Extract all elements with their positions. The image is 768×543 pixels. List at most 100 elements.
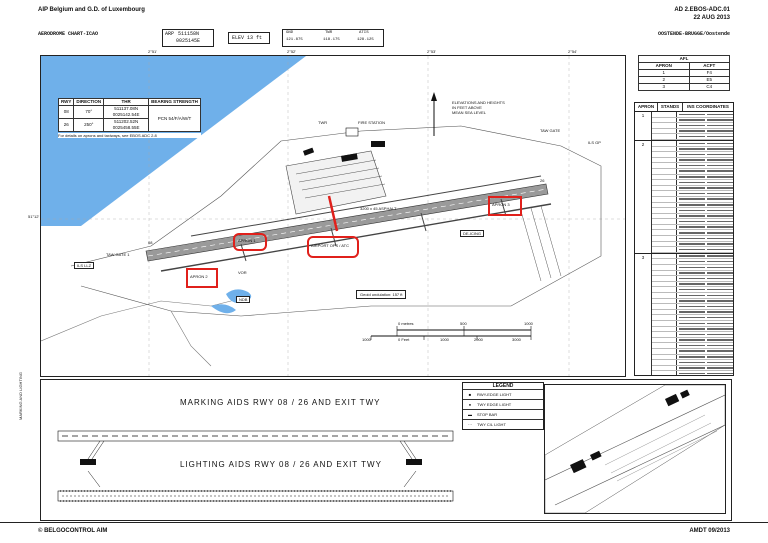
elev-note: ELEVATIONS AND HEIGHTS IN FEET ABOVE MEA… — [452, 100, 505, 115]
stands-row — [652, 180, 733, 186]
stands-th-apron: APRON — [635, 103, 658, 111]
rwy-th-thr: THR — [103, 98, 150, 106]
scale-ft-2000: 2000 — [474, 337, 483, 342]
label-taw-gate: TAW GATE — [540, 128, 561, 133]
marking-title: MARKING AIDS RWY 08 / 26 AND EXIT TWY — [180, 398, 381, 407]
aip-title: AIP Belgium and G.D. of Luxembourg — [38, 7, 145, 13]
rwy-r1-thr: 511137.08N 0025142.54E — [103, 105, 150, 119]
stands-row — [652, 123, 733, 129]
legend-label: TWY C/L LIGHT — [477, 422, 506, 427]
footer-right: AMDT 09/2013 — [689, 528, 730, 534]
apron-2-area — [285, 150, 387, 215]
stands-row — [652, 365, 733, 372]
label-taw-gate1: TAW GATE 1 — [106, 252, 130, 257]
stands-row — [652, 281, 733, 288]
grid-left: 51°12' — [28, 214, 40, 219]
elev-note-1: ELEVATIONS AND HEIGHTS — [452, 100, 505, 105]
stands-row — [652, 146, 733, 153]
stands-row — [652, 140, 733, 147]
stands-row — [652, 174, 733, 181]
highlight-apron2: APRON 2 — [186, 268, 218, 288]
north-arrow — [431, 92, 437, 136]
label-vor: VOR — [238, 270, 247, 275]
stands-row — [652, 309, 733, 316]
stands-row — [652, 128, 733, 135]
stands-row — [652, 360, 733, 366]
stands-row — [652, 152, 733, 158]
afl-th-acft: ACFT — [688, 62, 731, 70]
stands-row — [652, 185, 733, 192]
legend-item: ▬ STOP BAR — [463, 410, 543, 420]
aerodrome-name: OOSTENDE-BRUGGE/Oostende — [657, 31, 730, 37]
label-ndb: NDB — [236, 296, 251, 303]
arp-lat: 511158N — [178, 31, 200, 37]
rwy-note: For details on aprons and taxiways, see … — [58, 133, 201, 138]
stands-row — [652, 270, 733, 277]
stands-row — [652, 236, 733, 242]
stands-row — [652, 117, 733, 124]
legend: LEGEND ■ RWY-EDGE LIGHT ● TWY EDGE LIGHT… — [462, 382, 544, 430]
stands-row — [652, 265, 733, 271]
stands-row — [652, 196, 733, 203]
label-ils-gp: ILS GP — [588, 140, 601, 145]
stands-row — [652, 337, 733, 344]
rwy-r2-thr: 511202.52N 0025458.55E — [103, 118, 150, 132]
scale-bar — [370, 326, 532, 340]
aids-drawing — [57, 430, 454, 502]
scale-ft-3000: 3000 — [512, 337, 521, 342]
freq-gnd-name: GND — [286, 31, 294, 35]
lighting-title: LIGHTING AIDS RWY 08 / 26 AND EXIT TWY — [180, 460, 382, 469]
footer-left: © BELGOCONTROL AIM — [38, 528, 108, 534]
scale-ft-1000: 1000 — [440, 337, 449, 342]
stands-row — [652, 253, 733, 260]
elev-note-2: IN FEET ABOVE — [452, 105, 482, 110]
stands-row — [652, 371, 733, 375]
legend-item: ● TWY EDGE LIGHT — [463, 400, 543, 410]
elev-box: ELEV 13 ft — [228, 32, 270, 44]
stands-row — [652, 230, 733, 237]
stands-row — [652, 276, 733, 282]
afl-r3-acft: C4 — [688, 83, 731, 91]
legend-icon-stop-bar: ▬ — [468, 412, 472, 417]
label-geoid: Geoid undulation: 157 ft — [356, 290, 407, 299]
stands-row — [652, 241, 733, 248]
legend-item: ■ RWY-EDGE LIGHT — [463, 390, 543, 400]
stands-row — [652, 247, 733, 253]
highlight-airport-ops-label: AIRPORT OPS / ATC — [311, 243, 350, 248]
stands-row — [652, 354, 733, 361]
scale-m-1000: 1000 — [524, 321, 533, 326]
afl-th-apron: APRON — [638, 62, 690, 70]
highlight-apron3: APRON 3 — [488, 196, 522, 216]
highlight-apron1: APRON 1 — [233, 233, 267, 251]
stands-row — [652, 298, 733, 305]
label-fire: FIRE STATION — [358, 120, 385, 125]
label-rwy: 3200 x 45 ASPHALT — [360, 206, 397, 211]
stands-row — [652, 287, 733, 293]
scale-m-500: 500 — [460, 321, 467, 326]
chart-title: AERODROME CHART-ICAO — [38, 31, 99, 37]
rwy-r1-rwy: 08 — [57, 105, 75, 119]
legend-title: LEGEND — [463, 383, 543, 390]
afl-r1-apron: 1 — [638, 69, 690, 77]
freq-gnd-value: 121.875 — [286, 38, 303, 42]
highlight-apron1-label: APRON 1 — [238, 238, 256, 243]
apron-inset — [544, 384, 726, 514]
label-ils-llz: ILS LLZ — [74, 262, 95, 269]
legend-icon-rwy-edge: ■ — [468, 392, 472, 397]
freq-twr-name: TWR — [325, 31, 333, 35]
stands-row — [652, 224, 733, 231]
label-dcw: DE-ICING — [460, 230, 484, 237]
legend-label: STOP BAR — [477, 412, 498, 417]
grid-top-3: 2°53' — [427, 49, 437, 54]
afl-title: AFL — [638, 55, 730, 63]
grid-top-1: 2°51' — [148, 49, 158, 54]
stands-row — [652, 348, 733, 355]
stands-row — [652, 191, 733, 197]
stands-group: 1 — [635, 112, 733, 141]
scale-m-label: 0 metres — [398, 321, 414, 326]
label-twr: TWR — [318, 120, 328, 125]
stands-row — [652, 213, 733, 220]
